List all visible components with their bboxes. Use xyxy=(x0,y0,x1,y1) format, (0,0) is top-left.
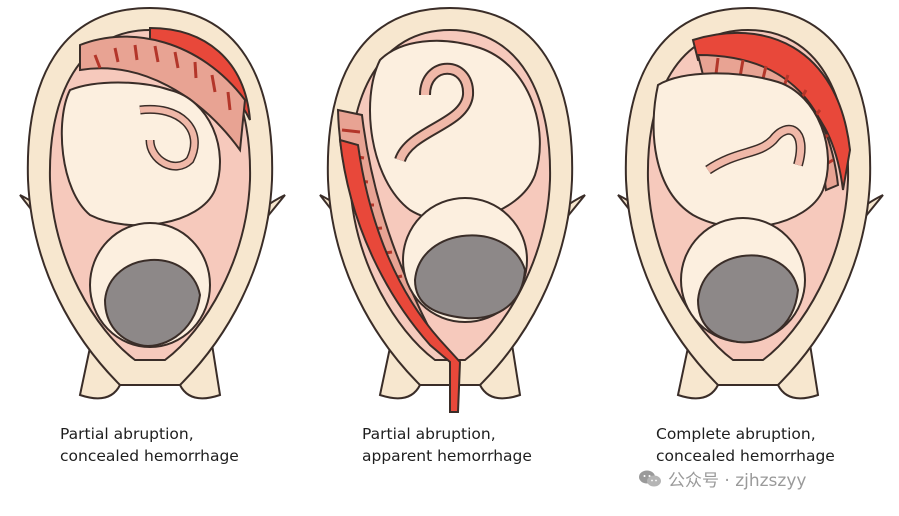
uterus-illustration-1 xyxy=(19,6,286,400)
caption-line-1: Partial abruption, xyxy=(362,425,496,443)
hemorrhage-region xyxy=(338,138,462,413)
hair xyxy=(103,259,202,347)
caption-line-2: concealed hemorrhage xyxy=(60,447,239,465)
panel-complete-concealed xyxy=(598,0,898,420)
placenta xyxy=(79,35,247,153)
hair xyxy=(696,254,800,344)
watermark-text: 公众号 · zjhzszyy xyxy=(668,471,807,491)
caption-panel-2: Partial abruption, apparent hemorrhage xyxy=(362,423,532,467)
watermark: 公众号 · zjhzszyy xyxy=(638,466,806,491)
caption-panel-1: Partial abruption, concealed hemorrhage xyxy=(60,423,239,467)
caption-line-1: Partial abruption, xyxy=(60,425,194,443)
wechat-icon xyxy=(639,470,661,486)
caption-line-2: concealed hemorrhage xyxy=(656,447,835,465)
panel-partial-apparent xyxy=(300,0,600,420)
caption-panel-3: Complete abruption, concealed hemorrhage xyxy=(656,423,835,467)
uterus-illustration-3 xyxy=(617,6,884,400)
caption-line-2: apparent hemorrhage xyxy=(362,447,532,465)
caption-line-1: Complete abruption, xyxy=(656,425,816,443)
uterus-illustration-2 xyxy=(319,6,586,413)
fetus xyxy=(369,39,541,223)
hair xyxy=(413,234,527,320)
panel-partial-concealed xyxy=(0,0,300,420)
